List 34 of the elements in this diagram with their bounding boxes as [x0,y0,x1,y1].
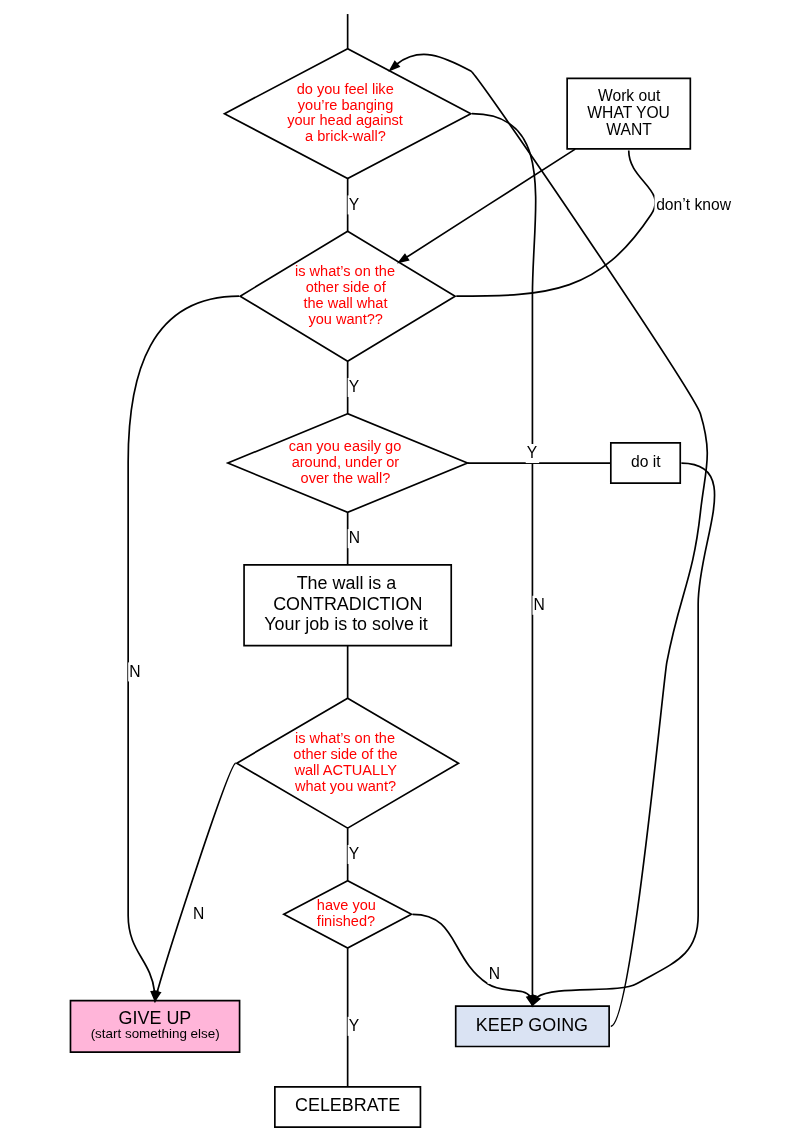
edge-label: N [533,595,545,613]
arrow [388,53,709,1028]
connector [346,178,349,233]
edge-label: N [129,662,141,680]
edge-label: Y [526,444,538,462]
node-diamond: can you easily go around, under or over the wall? [225,412,470,514]
node-box: GIVE UP (start something else) [69,999,241,1053]
edge-label: N [193,905,205,923]
node-diamond: have you finished? [282,879,414,949]
node-diamond: is what’s on the other side of the wall ACTUALLY what you want? [235,697,461,830]
node-diamond: do you feel like you’re banging your head against a brick-wall? [222,47,473,180]
node-box: CELEBRATE [274,1086,422,1128]
connector [466,462,612,464]
node-box: do it [609,442,682,485]
connector [346,827,349,882]
connector [346,360,349,415]
connector [455,149,657,298]
connector [346,644,349,699]
node-box: The wall is a CONTRADICTION Your job is to solve it [243,564,453,647]
connector [346,511,349,566]
edge-label: Y [348,378,360,396]
connector [346,13,349,50]
edge-label: don’t know [656,195,732,213]
node-box: Work out WHAT YOU WANT [566,77,692,150]
edge-label: N [348,529,361,547]
edge-label: Y [348,195,360,213]
node-diamond: is what’s on the other side of the wall what you want?? [238,230,457,363]
arrow [396,148,577,264]
connector [346,947,349,1088]
arrow [153,762,237,1004]
edge-label: N [488,964,501,982]
edge-label: Y [348,845,360,863]
node-box: KEEP GOING [454,1005,610,1048]
edge-label: Y [348,1017,360,1035]
